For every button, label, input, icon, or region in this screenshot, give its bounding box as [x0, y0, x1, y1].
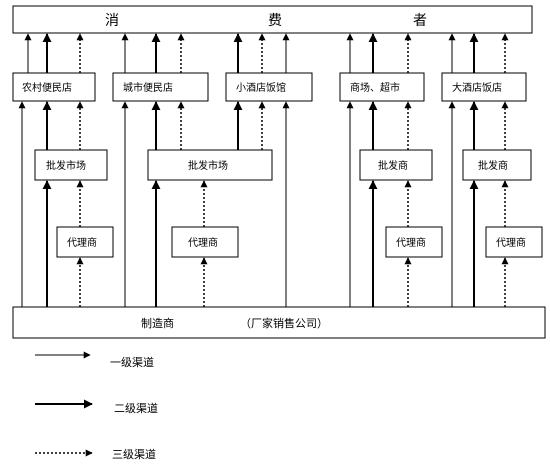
agent-box-2 — [171, 226, 239, 258]
arrows-to-agents — [76, 257, 509, 307]
legend-label-level1: 一级渠道 — [110, 355, 154, 369]
wholesale-dealer-right1-box — [359, 149, 433, 181]
mall-supermarket-box — [339, 72, 425, 102]
wholesale-dealer-right2-box — [462, 149, 532, 181]
legend-label-level3: 三级渠道 — [112, 447, 156, 461]
legend: 一级渠道 二级渠道 三级渠道 — [35, 351, 158, 461]
agent-label-1: 代理商 — [67, 236, 97, 249]
manufacturer-label: 制造商 — [141, 316, 174, 330]
wholesale-dealer-right1-label: 批发商 — [378, 159, 408, 172]
wholesale-market-mid-label: 批发市场 — [188, 159, 228, 172]
wholesale-dealer-right2-label: 批发商 — [478, 159, 508, 172]
big-hotel-label: 大酒店饭店 — [452, 81, 502, 94]
consumer-char-2: 费 — [268, 13, 282, 29]
mall-supermarket-label: 商场、超市 — [350, 81, 400, 94]
agent-box-3 — [385, 226, 443, 258]
agent-label-4: 代理商 — [496, 236, 526, 249]
city-store-box — [112, 72, 209, 102]
wholesale-market-left-box — [34, 149, 108, 181]
arrows-to-wholesale — [42, 180, 509, 307]
city-store-label: 城市便民店 — [123, 81, 173, 94]
company-label: （厂家销售公司） — [240, 316, 328, 330]
consumer-char-3: 者 — [413, 13, 427, 29]
arrows-retail-to-consumer — [24, 33, 509, 73]
small-restaurant-label: 小酒店饭馆 — [236, 81, 286, 94]
wholesale-market-mid-box — [147, 149, 273, 181]
agent-label-2: 代理商 — [188, 236, 218, 249]
arrows-to-retail — [18, 101, 509, 307]
small-restaurant-box — [225, 72, 313, 102]
agent-box-1 — [56, 226, 114, 258]
consumer-char-1: 消 — [105, 13, 119, 29]
consumer-box — [12, 5, 533, 34]
agent-box-4 — [485, 226, 543, 258]
wholesale-market-left-label: 批发市场 — [46, 159, 86, 172]
rural-store-label: 农村便民店 — [22, 81, 72, 94]
agent-label-3: 代理商 — [396, 236, 426, 249]
manufacturer-box — [12, 306, 546, 339]
big-hotel-box — [441, 72, 527, 102]
rural-store-box — [12, 72, 96, 102]
legend-label-level2: 二级渠道 — [114, 401, 158, 415]
